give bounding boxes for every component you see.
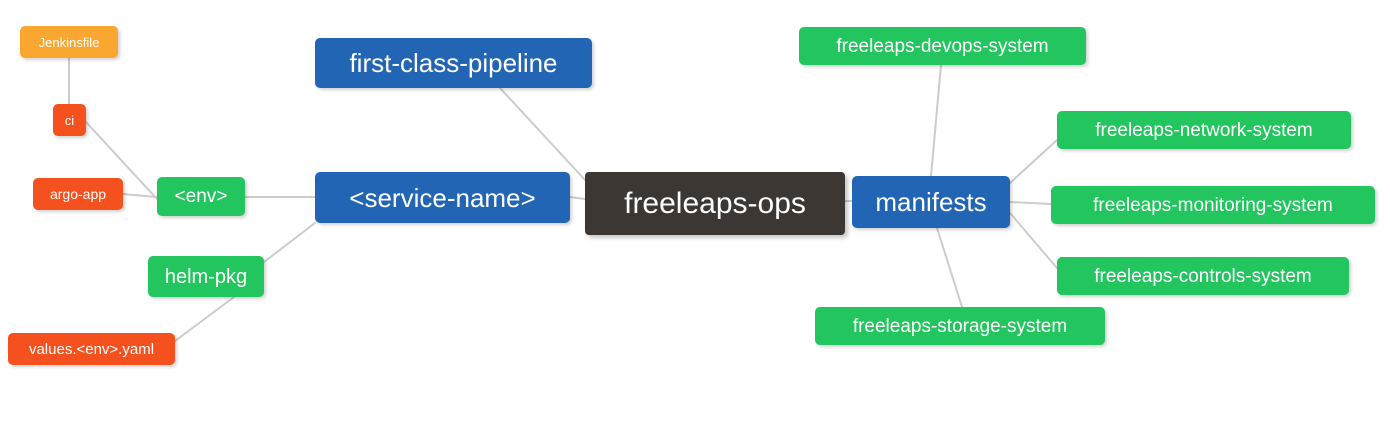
mindmap-node-freeleaps-storage-system[interactable]: freeleaps-storage-system — [815, 307, 1105, 345]
mindmap-node-argo-app[interactable]: argo-app — [33, 178, 123, 210]
edge-first-class-pipeline-to-freeleaps-ops — [499, 87, 586, 181]
mindmap-node-label: freeleaps-network-system — [1095, 119, 1313, 141]
mindmap-node-service-name[interactable]: <service-name> — [315, 172, 570, 223]
mindmap-node-freeleaps-monitoring-system[interactable]: freeleaps-monitoring-system — [1051, 186, 1375, 224]
mindmap-node-label: helm-pkg — [164, 265, 248, 288]
edge-argo-app-to-env — [122, 193, 158, 198]
edge-helm-pkg-to-service-name — [263, 222, 316, 263]
edge-service-name-to-freeleaps-ops — [569, 196, 586, 200]
mindmap-node-helm-pkg[interactable]: helm-pkg — [148, 256, 264, 297]
mindmap-node-label: freeleaps-storage-system — [852, 315, 1068, 337]
mindmap-node-label: manifests — [875, 187, 987, 217]
edge-values-yaml-to-helm-pkg — [174, 296, 235, 342]
edge-manifests-to-freeleaps-storage-system — [936, 227, 963, 308]
mindmap-node-manifests[interactable]: manifests — [852, 176, 1010, 228]
mindmap-node-label: freeleaps-monitoring-system — [1093, 194, 1333, 216]
mindmap-node-values-yaml[interactable]: values.<env>.yaml — [8, 333, 175, 365]
mindmap-node-label: first-class-pipeline — [349, 48, 558, 78]
mindmap-node-label: argo-app — [49, 186, 107, 202]
mindmap-node-ci[interactable]: ci — [53, 104, 86, 136]
edge-manifests-to-freeleaps-network-system — [1009, 139, 1058, 184]
mindmap-node-env[interactable]: <env> — [157, 177, 245, 216]
mindmap-node-label: values.<env>.yaml — [28, 340, 155, 358]
mindmap-node-label: freeleaps-ops — [624, 186, 806, 220]
mindmap-node-label: <service-name> — [349, 182, 536, 213]
mindmap-node-label: <env> — [174, 186, 228, 207]
mindmap-node-jenkinsfile[interactable]: Jenkinsfile — [20, 26, 118, 58]
mindmap-node-freeleaps-devops-system[interactable]: freeleaps-devops-system — [799, 27, 1086, 65]
mindmap-node-freeleaps-network-system[interactable]: freeleaps-network-system — [1057, 111, 1351, 149]
mindmap-node-label: ci — [64, 112, 75, 128]
edge-manifests-to-freeleaps-monitoring-system — [1009, 201, 1052, 205]
edge-manifests-to-freeleaps-controls-system — [1009, 212, 1058, 269]
edge-manifests-to-freeleaps-devops-system — [930, 64, 942, 177]
mindmap-node-freeleaps-controls-system[interactable]: freeleaps-controls-system — [1057, 257, 1349, 295]
mindmap-node-label: freeleaps-devops-system — [836, 35, 1049, 57]
mindmap-node-first-class-pipeline[interactable]: first-class-pipeline — [315, 38, 592, 88]
mindmap-node-label: Jenkinsfile — [38, 34, 100, 50]
mindmap-node-label: freeleaps-controls-system — [1094, 265, 1312, 287]
mindmap-node-freeleaps-ops[interactable]: freeleaps-ops — [585, 172, 845, 235]
